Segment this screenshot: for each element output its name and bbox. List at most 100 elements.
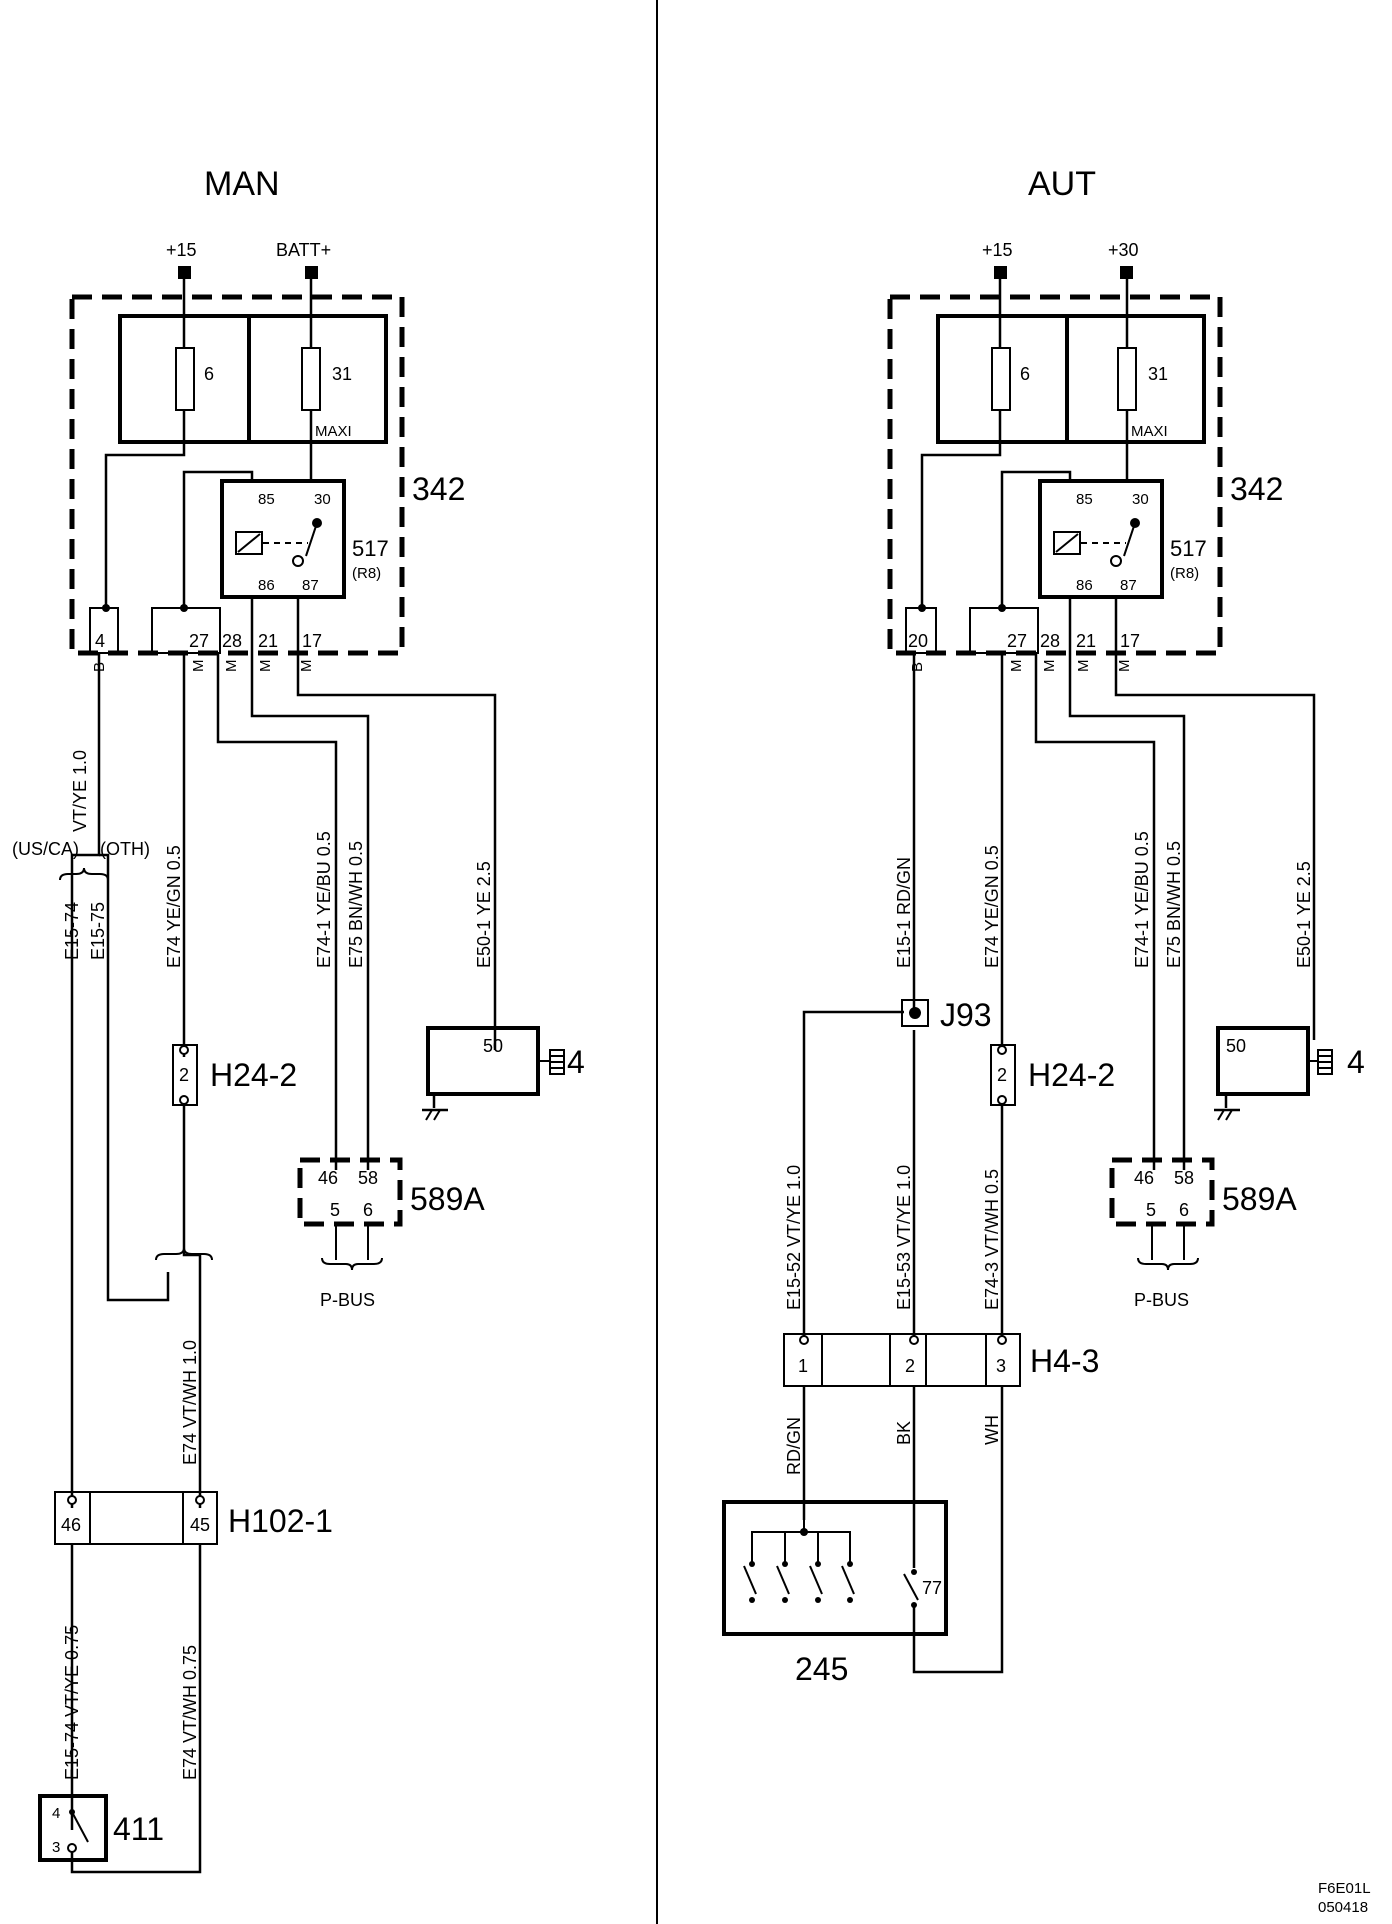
man-relay-30: 30 bbox=[314, 491, 331, 508]
aut-sw245-77: 77 bbox=[922, 1578, 942, 1598]
man-wire-e74-vtwh075: E74 VT/WH 0.75 bbox=[180, 1645, 200, 1780]
aut-conn-m-17: M bbox=[1116, 660, 1133, 673]
aut-relay-r8-label: (R8) bbox=[1170, 565, 1199, 582]
aut-589a-6: 6 bbox=[1179, 1200, 1189, 1220]
aut-relay-coil bbox=[1053, 531, 1081, 555]
aut-plus15-terminal bbox=[994, 266, 1007, 279]
man-conn-m-27: M bbox=[190, 660, 207, 673]
aut-comp-4-label: 4 bbox=[1347, 1044, 1365, 1080]
man-h242-label: H24-2 bbox=[210, 1057, 297, 1093]
man-relay-87: 87 bbox=[302, 577, 319, 594]
aut-relay-85: 85 bbox=[1076, 491, 1093, 508]
aut-switch-245 bbox=[722, 1500, 948, 1636]
man-sw411-3: 3 bbox=[52, 1839, 60, 1856]
man-pbus-brace bbox=[321, 1257, 383, 1271]
aut-connector-h24-2 bbox=[990, 1044, 1016, 1106]
aut-pin-27: 27 bbox=[1007, 631, 1027, 651]
aut-h242-label: H24-2 bbox=[1028, 1057, 1115, 1093]
aut-title: AUT bbox=[1028, 165, 1096, 203]
man-relay-517-label: 517 bbox=[352, 536, 389, 561]
man-wire-e74-yegn: E74 YE/GN 0.5 bbox=[164, 845, 184, 968]
man-panel: MAN +15 BATT+ 342 6 31 MAXI 85 30 86 87 … bbox=[12, 165, 585, 1874]
man-h242-pin: 2 bbox=[179, 1065, 189, 1085]
footer-date: 050418 bbox=[1318, 1899, 1368, 1916]
aut-conn-m-21: M bbox=[1075, 660, 1092, 673]
man-589a-46: 46 bbox=[318, 1168, 338, 1188]
aut-fuse-maxi-label: MAXI bbox=[1131, 423, 1168, 440]
aut-589a-5: 5 bbox=[1146, 1200, 1156, 1220]
aut-pin-17: 17 bbox=[1120, 631, 1140, 651]
aut-splice-j93 bbox=[901, 999, 929, 1027]
aut-relay-86: 86 bbox=[1076, 577, 1093, 594]
aut-relay-30: 30 bbox=[1132, 491, 1149, 508]
footer-code: F6E01L bbox=[1318, 1880, 1371, 1897]
aut-comp-4-pin: 50 bbox=[1226, 1036, 1246, 1056]
man-relay-517 bbox=[220, 479, 346, 599]
man-merge-brace bbox=[155, 1247, 213, 1261]
aut-connector-589a bbox=[1109, 1157, 1215, 1227]
aut-conn-m-27: M bbox=[1008, 660, 1025, 673]
man-pin-21: 21 bbox=[258, 631, 278, 651]
aut-plus30-label: +30 bbox=[1108, 240, 1139, 260]
aut-plus30-terminal bbox=[1120, 266, 1133, 279]
man-comp-4-pin: 50 bbox=[483, 1036, 503, 1056]
man-pin-27: 27 bbox=[189, 631, 209, 651]
aut-connector-group bbox=[969, 607, 1039, 654]
man-wire-e1574-vtye: E15-74 VT/YE 0.75 bbox=[62, 1625, 82, 1780]
aut-h43-1: 1 bbox=[798, 1356, 808, 1376]
man-589a-58: 58 bbox=[358, 1168, 378, 1188]
man-title: MAN bbox=[204, 165, 280, 203]
man-sw411-label: 411 bbox=[113, 1811, 164, 1847]
aut-label-342: 342 bbox=[1230, 471, 1283, 507]
aut-pbus-label: P-BUS bbox=[1134, 1290, 1189, 1310]
aut-wire-rdgn: RD/GN bbox=[784, 1417, 804, 1475]
man-comp-4-label: 4 bbox=[567, 1044, 585, 1080]
man-plus15-label: +15 bbox=[166, 240, 197, 260]
aut-h43-2: 2 bbox=[905, 1356, 915, 1376]
man-relay-coil bbox=[235, 531, 263, 555]
man-fuse-6-label: 6 bbox=[204, 364, 214, 384]
aut-wire-e151: E15-1 RD/GN bbox=[894, 857, 914, 968]
aut-wire-e1553: E15-53 VT/YE 1.0 bbox=[894, 1165, 914, 1310]
man-switch-411 bbox=[38, 1794, 108, 1862]
man-h1021-46: 46 bbox=[61, 1515, 81, 1535]
aut-pbus-brace bbox=[1137, 1257, 1199, 1271]
man-fuse-31 bbox=[301, 347, 321, 411]
man-pin-17: 17 bbox=[302, 631, 322, 651]
aut-conn-m-28: M bbox=[1041, 660, 1058, 673]
man-batt-label: BATT+ bbox=[276, 240, 331, 260]
aut-sw245-label: 245 bbox=[795, 1651, 848, 1687]
man-wire-e501: E50-1 YE 2.5 bbox=[474, 861, 494, 968]
man-589a-6: 6 bbox=[363, 1200, 373, 1220]
aut-fuse-block bbox=[936, 314, 1206, 444]
aut-589a-58: 58 bbox=[1174, 1168, 1194, 1188]
aut-h43-3: 3 bbox=[996, 1356, 1006, 1376]
man-relay-86: 86 bbox=[258, 577, 275, 594]
man-central-box-342 bbox=[69, 294, 405, 656]
aut-fuse-6 bbox=[991, 347, 1011, 411]
aut-wire-e741: E74-1 YE/BU 0.5 bbox=[1132, 831, 1152, 968]
man-connector-h24-2 bbox=[172, 1044, 198, 1106]
aut-relay-517 bbox=[1038, 479, 1164, 599]
man-connector-group bbox=[151, 607, 221, 654]
aut-pin-20: 20 bbox=[908, 631, 928, 651]
aut-relay-87: 87 bbox=[1120, 577, 1137, 594]
man-pbus-label: P-BUS bbox=[320, 1290, 375, 1310]
aut-wire-wh: WH bbox=[982, 1415, 1002, 1445]
man-sw411-4: 4 bbox=[52, 1805, 60, 1822]
aut-central-box-342 bbox=[887, 294, 1223, 656]
man-conn-m-17: M bbox=[298, 660, 315, 673]
man-relay-85: 85 bbox=[258, 491, 275, 508]
man-589a-label: 589A bbox=[410, 1181, 485, 1217]
man-pin-28: 28 bbox=[222, 631, 242, 651]
aut-conn-b: B bbox=[909, 662, 926, 672]
aut-wire-e743: E74-3 VT/WH 0.5 bbox=[982, 1169, 1002, 1310]
aut-wire-e1552: E15-52 VT/YE 1.0 bbox=[784, 1165, 804, 1310]
aut-h242-pin: 2 bbox=[997, 1065, 1007, 1085]
aut-fuse-31-label: 31 bbox=[1148, 364, 1168, 384]
aut-wire-e74-yegn: E74 YE/GN 0.5 bbox=[982, 845, 1002, 968]
man-pin-4: 4 bbox=[95, 631, 105, 651]
man-fuse-6 bbox=[175, 347, 195, 411]
aut-relay-517-label: 517 bbox=[1170, 536, 1207, 561]
